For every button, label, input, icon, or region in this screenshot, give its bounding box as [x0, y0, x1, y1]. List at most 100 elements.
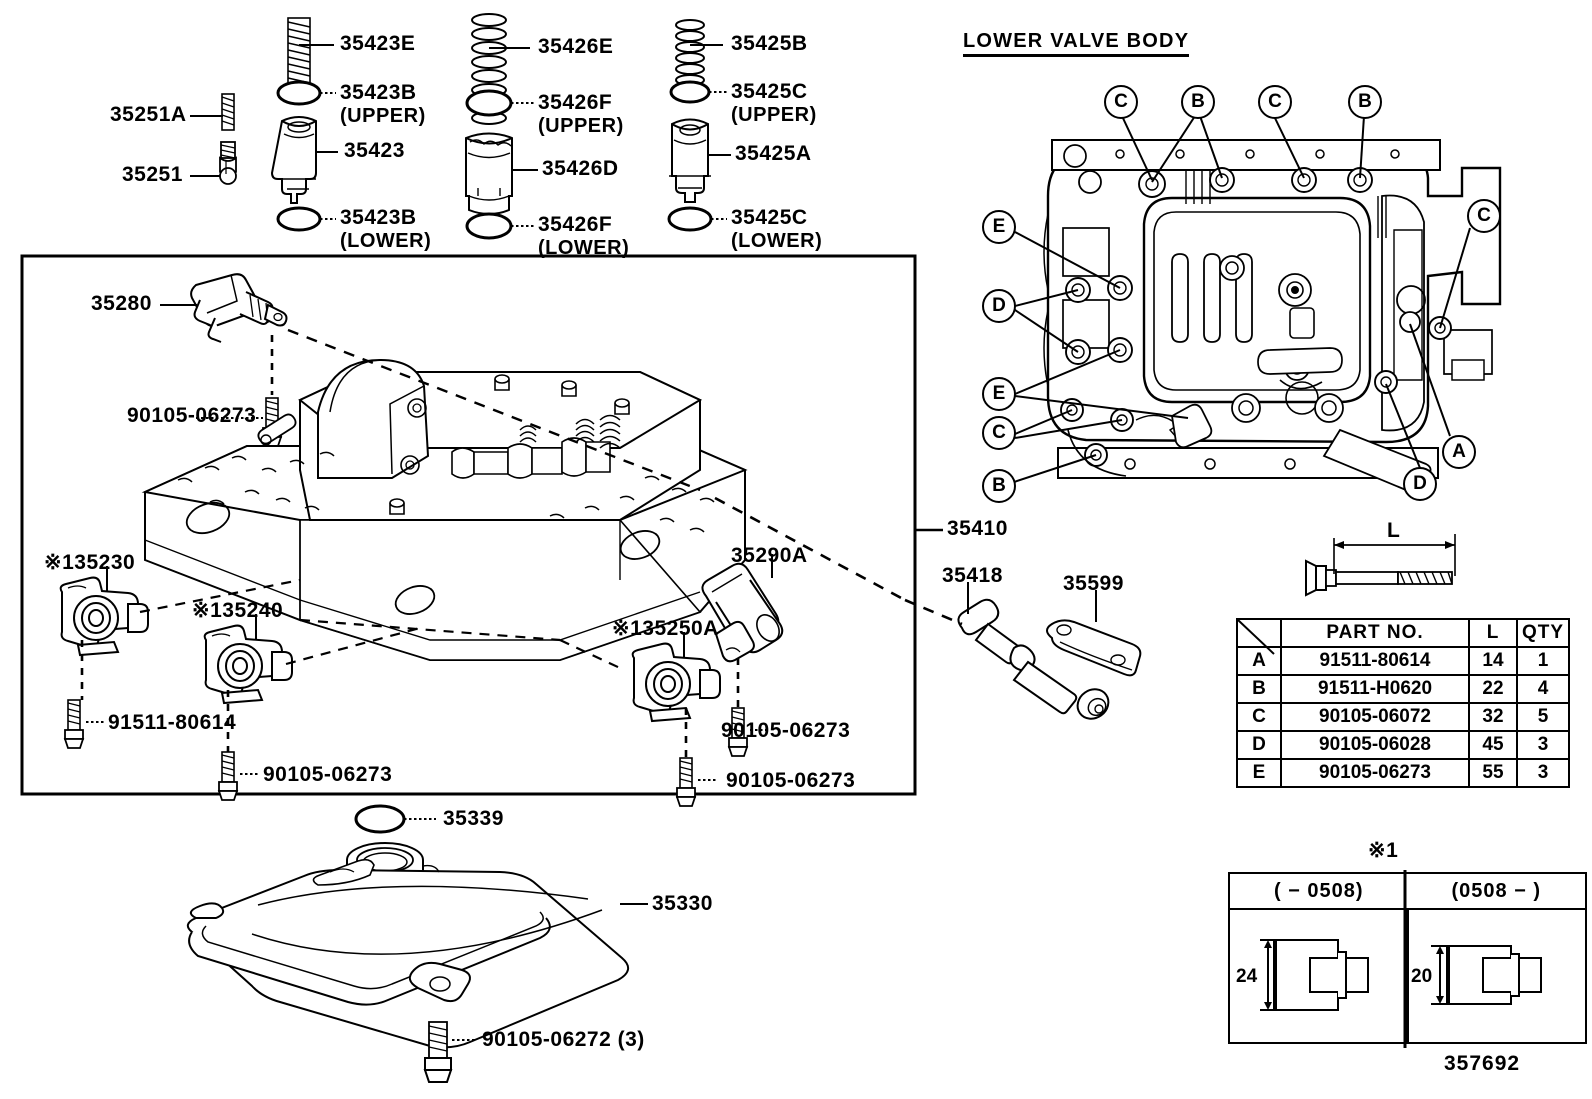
- part-35250A-solenoid: [631, 642, 721, 723]
- cell-part-no: 91511-80614: [1280, 646, 1470, 676]
- cell-l: 55: [1468, 758, 1518, 788]
- parts-table-header-row: PART NO. L QTY: [1236, 618, 1571, 648]
- part-35251A-spring: [221, 93, 235, 131]
- callout-C-1: C: [1104, 85, 1138, 119]
- install-line-35230-body: [139, 578, 301, 614]
- label-35250A-text: 35250A: [642, 617, 719, 640]
- label-90105-06273-right: 90105-06273: [726, 769, 856, 792]
- note-box-body: 24 20: [1230, 910, 1585, 1042]
- bolt-length-legend: [1305, 534, 1456, 597]
- table-corner-diagonal: [1237, 619, 1275, 655]
- parts-table-th-l: L: [1468, 618, 1518, 648]
- part-35425A-valve: [669, 118, 711, 203]
- table-row: A 91511-80614 14 1: [1236, 646, 1571, 676]
- label-35240-text: 35240: [222, 599, 284, 622]
- footnote-mark-35240: ※1: [192, 599, 223, 622]
- label-35250A: ※135250A: [612, 617, 719, 640]
- callout-A-1: A: [1442, 435, 1476, 469]
- label-90105-06273-top: 90105-06273: [127, 404, 257, 427]
- part-35418-tube: [957, 598, 1110, 720]
- label-bolt-length-L: L: [1387, 519, 1401, 542]
- part-35280-solenoid: [190, 273, 288, 343]
- table-row: E 90105-06273 55 3: [1236, 758, 1571, 788]
- install-line-35418: [904, 598, 963, 626]
- cell-part-no: 90105-06072: [1280, 702, 1470, 732]
- label-35410: 35410: [947, 517, 1008, 540]
- footnote-mark-35250A: ※1: [612, 617, 643, 640]
- part-35410-valve-body: [141, 358, 748, 661]
- callout-D-2: D: [1403, 467, 1437, 501]
- note-box-variant-late: 20: [1409, 910, 1585, 1042]
- label-35426F-upper-note: (UPPER): [538, 115, 624, 137]
- label-35425C-upper-note: (UPPER): [731, 104, 817, 126]
- part-35230-solenoid: [59, 576, 149, 657]
- parts-table-th-qty: QTY: [1515, 618, 1571, 648]
- label-35426F-lower-note: (LOWER): [538, 237, 630, 259]
- label-35423E: 35423E: [340, 32, 416, 55]
- note-dim-late: 20: [1411, 966, 1433, 987]
- note-box-header: ( − 0508) (0508 − ): [1230, 874, 1585, 910]
- label-35425C-upper: 35425C: [731, 80, 808, 103]
- part-35423-valve: [270, 116, 317, 204]
- callout-C-3: C: [982, 416, 1016, 450]
- install-line-35250A-body: [559, 639, 621, 669]
- table-row: C 90105-06072 32 5: [1236, 702, 1571, 732]
- part-35426D-valve: [465, 132, 513, 215]
- callout-C-4: C: [1467, 199, 1501, 233]
- part-35251-plug: [219, 141, 237, 185]
- label-35251A: 35251A: [110, 103, 187, 126]
- note-box: ( − 0508) (0508 − ): [1228, 872, 1587, 1044]
- label-91511-80614: 91511-80614: [108, 711, 237, 734]
- label-35280: 35280: [91, 292, 152, 315]
- note-box-range-left: ( − 0508): [1273, 879, 1364, 902]
- callout-B-3: B: [982, 469, 1016, 503]
- cell-part-no: 90105-06273: [1280, 758, 1470, 788]
- note-dim-early: 24: [1236, 966, 1258, 987]
- label-35426E: 35426E: [538, 35, 614, 58]
- note-box-variant-early: 24: [1230, 910, 1409, 1042]
- part-35240-solenoid: [203, 624, 293, 705]
- parts-table-th-ref: [1236, 618, 1282, 648]
- cell-l: 45: [1468, 730, 1518, 760]
- note-variant-late-art: [1431, 945, 1542, 1005]
- label-35423B-upper: 35423B: [340, 81, 417, 104]
- label-35290A: 35290A: [731, 544, 808, 567]
- label-35426D: 35426D: [542, 157, 619, 180]
- label-35230: ※135230: [44, 551, 136, 574]
- label-90105-06273-290a: 90105-06273: [721, 719, 851, 742]
- callout-B-2: B: [1348, 85, 1382, 119]
- label-35425C-lower: 35425C: [731, 206, 808, 229]
- table-row: B 91511-H0620 22 4: [1236, 674, 1571, 704]
- main-assembly-frame: [20, 254, 917, 796]
- callout-E-2: E: [982, 377, 1016, 411]
- label-35425A: 35425A: [735, 142, 812, 165]
- cell-l: 32: [1468, 702, 1518, 732]
- callout-E-1: E: [982, 210, 1016, 244]
- label-35251: 35251: [122, 163, 183, 186]
- callout-D-1: D: [982, 289, 1016, 323]
- label-35240: ※135240: [192, 599, 284, 622]
- cell-part-no: 90105-06028: [1280, 730, 1470, 760]
- part-90105-06272-bolt: [423, 1021, 453, 1083]
- parts-table-th-partno: PART NO.: [1280, 618, 1470, 648]
- cell-ref: A: [1236, 646, 1282, 676]
- part-35290A-solenoid: [701, 562, 784, 663]
- cell-l: 22: [1468, 674, 1518, 704]
- cell-qty: 1: [1515, 646, 1571, 676]
- footnote-mark-35230: ※1: [44, 551, 75, 574]
- label-35425B: 35425B: [731, 32, 808, 55]
- cell-qty: 3: [1515, 730, 1571, 760]
- part-35599-clamp: [1046, 619, 1142, 677]
- label-35230-text: 35230: [74, 551, 136, 574]
- part-35330-oil-strainer: [186, 842, 629, 1049]
- label-35426F-upper: 35426F: [538, 91, 613, 114]
- install-line-35410: [714, 496, 906, 602]
- cell-l: 14: [1468, 646, 1518, 676]
- lower-valve-body-illustration: [1043, 139, 1502, 493]
- note-variant-early-art: [1260, 939, 1369, 1011]
- label-35330: 35330: [652, 892, 713, 915]
- note-box-mark: ※1: [1368, 839, 1399, 862]
- label-35423B-lower-note: (LOWER): [340, 230, 432, 252]
